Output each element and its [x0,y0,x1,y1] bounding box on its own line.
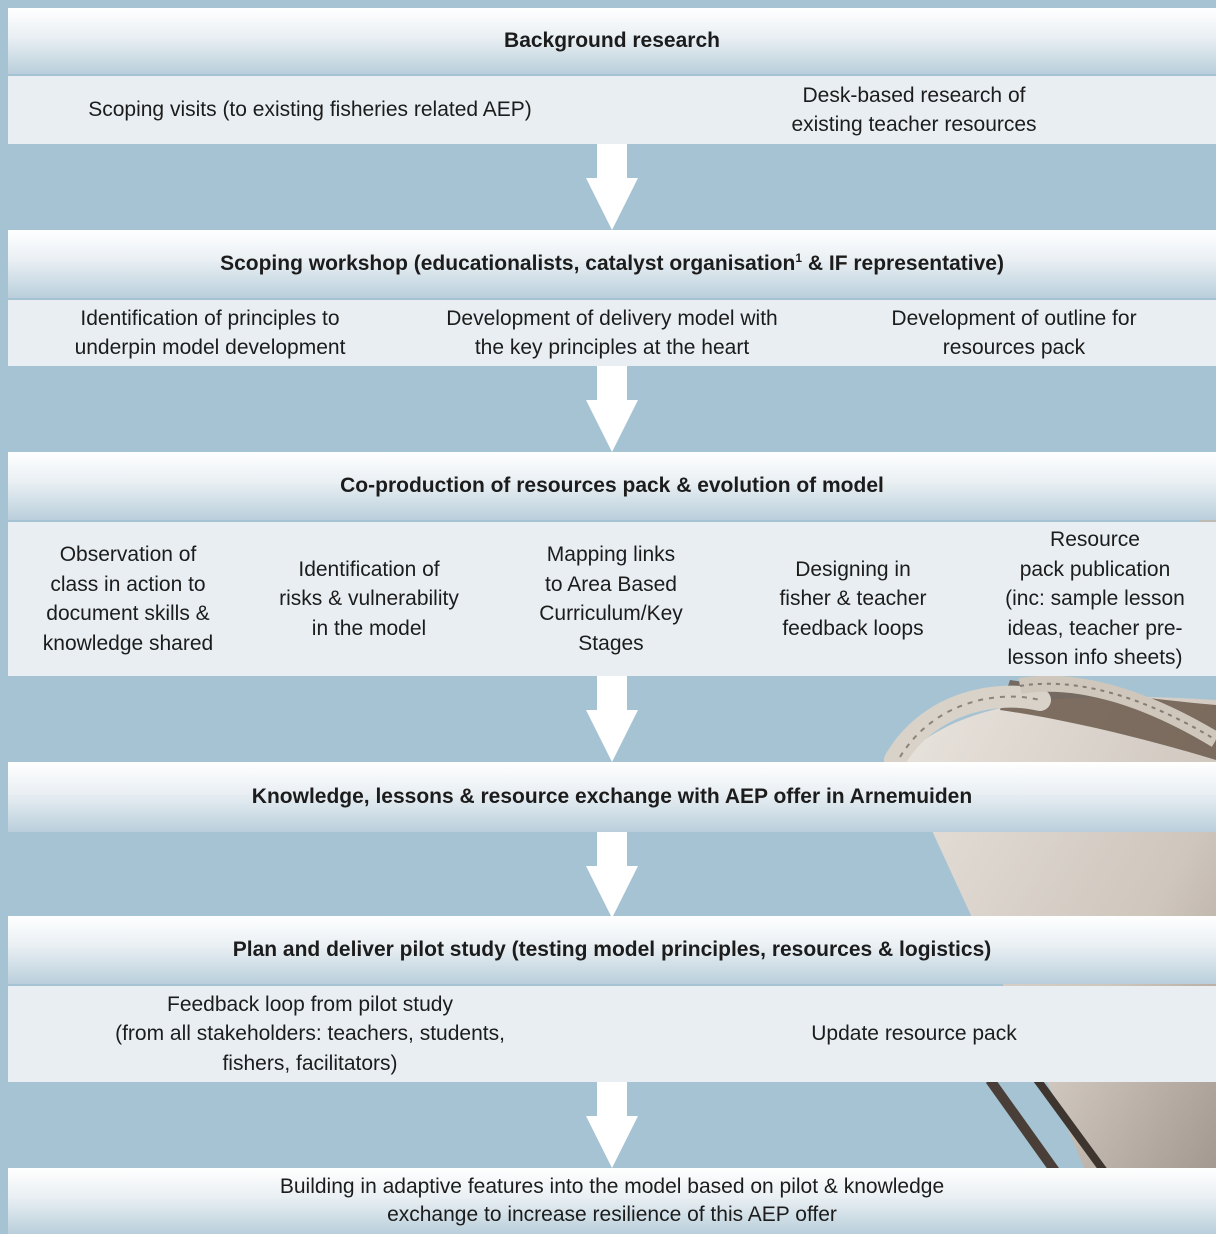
step-background-research-items: Scoping visits (to existing fisheries re… [8,76,1216,144]
step-title-text: Plan and deliver pilot study (testing mo… [232,938,992,961]
item-feedback-loops: Designing in fisher & teacher feedback l… [779,557,927,640]
step-title-text: Background research [504,29,720,52]
step-title-text: Knowledge, lessons & resource exchange w… [251,785,973,808]
item-principles: Identification of principles to underpin… [74,306,346,360]
item-update-resource-pack: Update resource pack [811,1022,1017,1046]
item-feedback-pilot: Feedback loop from pilot study (from all… [115,992,505,1075]
item-observation: Observation of class in action to docume… [42,543,214,655]
arrow-down-icon [586,832,638,918]
step-background-research-title: Background research [8,8,1216,74]
step-knowledge-exchange-title: Knowledge, lessons & resource exchange w… [8,762,1216,832]
arrow-down-icon [586,676,638,762]
arrow-down-icon [586,144,638,230]
step-pilot-study-title: Plan and deliver pilot study (testing mo… [8,916,1216,984]
item-resource-pack-publication: Resource pack publication (inc: sample l… [1005,528,1185,670]
step-title-text: Building in adaptive features into the m… [279,1175,945,1226]
step-scoping-workshop-title: Scoping workshop (educationalists, catal… [8,230,1216,298]
step-adaptive-features-title: Building in adaptive features into the m… [8,1168,1216,1234]
item-mapping-links: Mapping links to Area Based Curriculum/K… [539,543,683,655]
item-delivery-model: Development of delivery model with the k… [446,306,778,360]
step-title-text: Co-production of resources pack & evolut… [340,474,884,497]
arrow-down-icon [586,1082,638,1168]
step-scoping-workshop-items: Identification of principles to underpin… [8,300,1216,366]
step-pilot-study-items: Feedback loop from pilot study (from all… [8,986,1216,1082]
title-suffix: & IF representative) [802,252,1004,275]
item-scoping-visits: Scoping visits (to existing fisheries re… [88,98,532,122]
title-main: Scoping workshop (educationalists, catal… [220,252,796,275]
item-risks: Identification of risks & vulnerability … [279,557,459,640]
item-desk-research: Desk-based research of existing teacher … [791,83,1037,137]
step-co-production-title: Co-production of resources pack & evolut… [8,452,1216,520]
step-title-text: Scoping workshop (educationalists, catal… [220,251,1004,277]
item-resources-outline: Development of outline for resources pac… [891,306,1137,360]
footnote-marker: 1 [795,251,803,265]
step-co-production-items: Observation of class in action to docume… [8,522,1216,676]
arrow-down-icon [586,366,638,452]
